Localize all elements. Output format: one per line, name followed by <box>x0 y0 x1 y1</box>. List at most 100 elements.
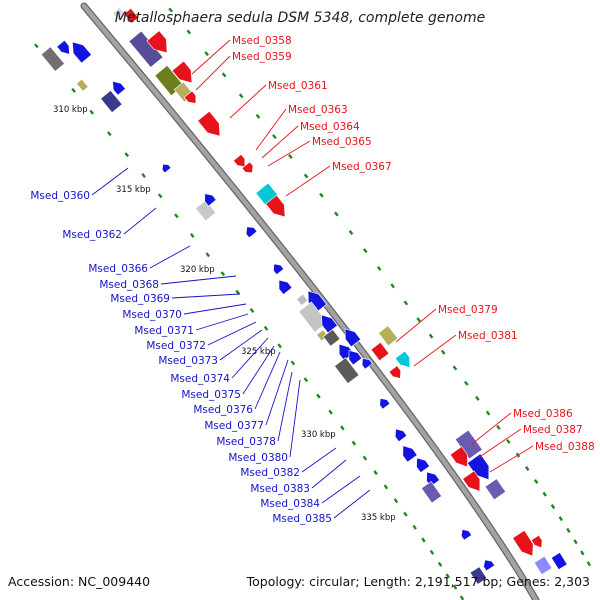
tick-mark <box>416 317 421 323</box>
tick-mark <box>221 72 227 78</box>
callout-line <box>254 351 281 410</box>
tick-mark <box>351 440 357 446</box>
gene-feature <box>232 153 246 168</box>
forward-gene-label: Msed_0379 <box>438 304 498 316</box>
gene-feature <box>420 480 443 504</box>
tick-mark <box>376 265 382 271</box>
callout-line <box>219 329 263 361</box>
tick-mark <box>141 172 146 178</box>
gene-feature <box>278 279 293 295</box>
tick-mark <box>573 539 578 545</box>
reverse-gene-label: Msed_0375 <box>181 389 241 401</box>
tick-mark <box>255 113 261 119</box>
forward-gene-label: Msed_0387 <box>523 424 583 436</box>
gene-feature <box>183 90 197 104</box>
reverse-gene-label: Msed_0378 <box>216 436 276 448</box>
tick-mark <box>525 466 530 471</box>
tick-mark <box>303 173 309 179</box>
gene-feature <box>128 30 164 68</box>
callout-line <box>160 275 237 285</box>
gene-feature <box>72 41 92 64</box>
tick-mark <box>452 584 458 590</box>
tick-mark <box>328 409 333 415</box>
callout-line <box>277 371 293 442</box>
tick-mark <box>303 377 309 383</box>
tick-mark <box>106 131 112 137</box>
reverse-gene-label: Msed_0377 <box>204 420 264 432</box>
tick-mark <box>204 51 209 57</box>
kbp-label: 335 kbp <box>361 513 396 523</box>
gene-feature <box>100 89 123 114</box>
callout-line <box>149 245 191 269</box>
gene-feature <box>40 46 65 72</box>
gene-feature <box>146 30 168 54</box>
feature-layer <box>40 6 568 585</box>
tick-mark <box>412 524 417 530</box>
tick-mark <box>393 498 399 504</box>
tick-mark <box>580 550 585 556</box>
callout-line <box>261 125 299 159</box>
gene-feature <box>416 457 431 474</box>
tick-mark <box>566 527 571 533</box>
tick-mark <box>373 470 378 476</box>
tick-mark <box>34 43 39 49</box>
callout-line <box>123 207 157 235</box>
tick-mark <box>316 393 321 399</box>
tick-mark <box>390 283 395 289</box>
callout-line <box>311 459 347 489</box>
gene-feature <box>378 325 399 347</box>
gene-feature <box>370 341 390 362</box>
map-title: Metallosphaera sedula DSM 5348, complete… <box>114 10 486 26</box>
reverse-gene-label: Msed_0384 <box>260 498 320 510</box>
tick-mark <box>485 410 491 416</box>
tick-mark <box>340 425 345 431</box>
forward-gene-label: Msed_0358 <box>232 35 292 47</box>
tick-mark <box>452 365 458 371</box>
reverse-gene-label: Msed_0380 <box>228 452 288 464</box>
reverse-gene-label: Msed_0360 <box>30 190 90 202</box>
tick-mark <box>235 289 240 295</box>
tick-mark <box>272 134 277 140</box>
gene-feature <box>75 78 89 92</box>
reverse-gene-label: Msed_0369 <box>110 293 170 305</box>
reverse-gene-label: Msed_0368 <box>99 279 159 291</box>
gene-feature <box>402 445 418 463</box>
forward-gene-label: Msed_0363 <box>288 104 348 116</box>
kbp-label: 310 kbp <box>53 105 88 115</box>
reverse-gene-label: Msed_0362 <box>62 229 122 241</box>
tick-mark <box>205 252 211 258</box>
reverse-gene-label: Msed_0373 <box>158 355 218 367</box>
gene-feature <box>394 350 411 368</box>
callout-line <box>171 293 241 299</box>
callout-line <box>229 84 267 119</box>
callout-line <box>91 167 129 196</box>
tick-mark <box>189 233 195 238</box>
reverse-gene-label: Msed_0366 <box>88 263 148 275</box>
reverse-gene-label: Msed_0382 <box>240 467 300 479</box>
gene-feature <box>344 328 362 348</box>
forward-gene-label: Msed_0359 <box>232 51 292 63</box>
tick-mark <box>186 29 192 35</box>
forward-gene-label: Msed_0386 <box>513 408 573 420</box>
tick-mark <box>290 360 296 366</box>
gene-feature <box>195 199 217 222</box>
tick-mark <box>383 484 389 490</box>
callout-line <box>285 165 331 197</box>
tick-mark <box>334 211 339 217</box>
tick-mark <box>288 154 293 159</box>
tick-mark <box>533 479 539 484</box>
tick-mark <box>550 504 556 510</box>
tick-mark <box>362 248 368 254</box>
tick-mark <box>475 395 480 401</box>
reverse-gene-label: Msed_0383 <box>250 483 310 495</box>
gene-feature <box>449 446 468 468</box>
reverse-gene-label: Msed_0374 <box>170 373 230 385</box>
callout-line <box>207 321 257 346</box>
reverse-gene-label: Msed_0385 <box>272 513 332 525</box>
tick-mark <box>157 193 163 199</box>
accession-label: Accession: NC_009440 <box>8 574 151 589</box>
reverse-gene-label: Msed_0376 <box>193 404 253 416</box>
gene-feature <box>56 39 70 55</box>
gene-feature <box>296 293 309 306</box>
